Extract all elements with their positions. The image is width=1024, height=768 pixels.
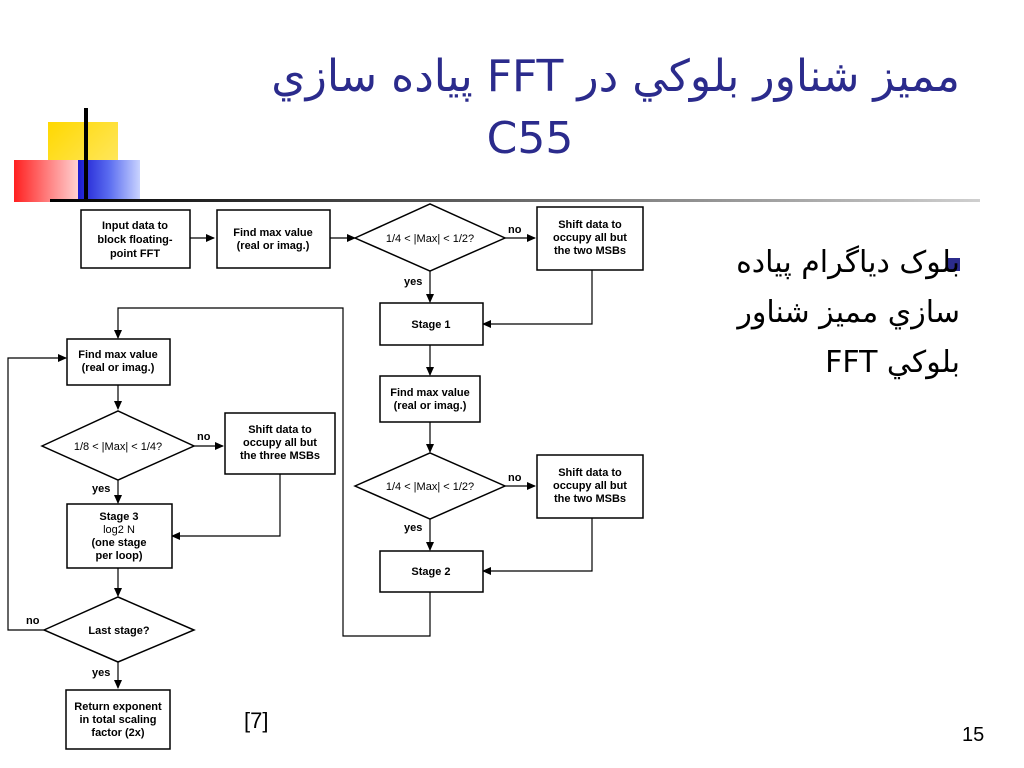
node-shift-1-line2: occupy all but <box>553 232 627 244</box>
node-shift-1-line3: the two MSBs <box>554 245 626 257</box>
node-input-line1: Input data to <box>102 220 168 232</box>
edge-shift3-stage3 <box>171 474 281 540</box>
edge-laststage-findmax3 <box>7 354 67 631</box>
node-last-stage: Last stage? <box>42 596 196 663</box>
node-return-line3: factor (2x) <box>91 727 145 739</box>
node-find-max-3-line2: (real or imag.) <box>82 362 155 374</box>
node-stage-3-line1: Stage 3 <box>99 511 138 523</box>
title-line-2: C55 <box>486 113 574 164</box>
node-stage-3-line4: per loop) <box>95 550 142 562</box>
node-decision-2: 1/4 < |Max| < 1/2? <box>353 452 507 520</box>
node-decision-2-text: 1/4 < |Max| < 1/2? <box>386 481 474 493</box>
node-decision-3-text: 1/8 < |Max| < 1/4? <box>74 441 162 453</box>
node-find-max-1-line1: Find max value <box>233 227 312 239</box>
deco-blue-square <box>78 160 140 200</box>
node-return-line1: Return exponent <box>74 701 162 713</box>
node-shift-3-line3: the three MSBs <box>240 450 320 462</box>
node-shift-1-line1: Shift data to <box>558 219 622 231</box>
label-no-3: no <box>197 431 211 443</box>
node-input-line2: block floating- <box>97 234 173 246</box>
label-yes-4: yes <box>92 667 110 679</box>
reference-label: [7] <box>244 708 269 733</box>
node-shift-2-line1: Shift data to <box>558 467 622 479</box>
node-stage-2-text: Stage 2 <box>411 566 450 578</box>
node-find-max-2-line1: Find max value <box>390 387 469 399</box>
node-shift-3: Shift data to occupy all but the three M… <box>224 412 336 475</box>
node-shift-1: Shift data to occupy all but the two MSB… <box>536 206 644 271</box>
node-return: Return exponent in total scaling factor … <box>65 689 171 750</box>
node-stage-3-line2: log2 N <box>103 524 135 536</box>
edge-shift2-stage2 <box>482 518 593 575</box>
node-decision-1-text: 1/4 < |Max| < 1/2? <box>386 233 474 245</box>
edge-stage2-findmax3 <box>114 307 431 637</box>
node-input-line3: point FFT <box>110 248 160 260</box>
label-no-4: no <box>26 615 40 627</box>
node-decision-1: 1/4 < |Max| < 1/2? <box>353 203 507 272</box>
deco-vertical-bar <box>84 108 88 200</box>
slide-title: پياده سازي FFT مميز شناور بلوكي در C55 <box>100 46 960 170</box>
node-stage-2: Stage 2 <box>379 550 484 593</box>
label-yes-2: yes <box>404 522 422 534</box>
title-underline <box>50 199 980 202</box>
connectors <box>7 234 593 689</box>
node-stage-1-text: Stage 1 <box>411 319 450 331</box>
edge-labels: no yes no yes no yes no yes <box>26 224 522 679</box>
label-no-2: no <box>508 472 522 484</box>
node-find-max-1: Find max value (real or imag.) <box>216 209 331 269</box>
page-number: 15 <box>962 724 985 746</box>
edge-shift1-stage1 <box>482 270 593 328</box>
node-shift-3-line2: occupy all but <box>243 437 317 449</box>
node-shift-2-line3: the two MSBs <box>554 493 626 505</box>
node-find-max-2-line2: (real or imag.) <box>394 400 467 412</box>
node-find-max-2: Find max value (real or imag.) <box>379 375 481 423</box>
node-decision-3: 1/8 < |Max| < 1/4? <box>40 410 196 481</box>
node-stage-1: Stage 1 <box>379 302 484 346</box>
node-return-line2: in total scaling <box>79 714 156 726</box>
label-yes-3: yes <box>92 483 110 495</box>
node-find-max-3: Find max value (real or imag.) <box>66 338 171 386</box>
node-input: Input data to block floating- point FFT <box>80 209 191 269</box>
node-stage-3-line3: (one stage <box>91 537 146 549</box>
label-yes-1: yes <box>404 276 422 288</box>
node-shift-2: Shift data to occupy all but the two MSB… <box>536 454 644 519</box>
deco-red-square <box>14 160 78 202</box>
node-shift-2-line2: occupy all but <box>553 480 627 492</box>
label-no-1: no <box>508 224 522 236</box>
node-stage-3: Stage 3 log2 N (one stage per loop) <box>66 503 173 569</box>
node-find-max-1-line2: (real or imag.) <box>237 240 310 252</box>
node-find-max-3-line1: Find max value <box>78 349 157 361</box>
bullet-text: بلوک دیاگرام پياده سازي مميز شناور بلوكي… <box>736 245 960 380</box>
node-last-stage-text: Last stage? <box>88 625 149 637</box>
node-shift-3-line1: Shift data to <box>248 424 312 436</box>
bullet-square-icon <box>947 258 960 271</box>
title-line-1: پياده سازي FFT مميز شناور بلوكي در <box>271 51 960 102</box>
